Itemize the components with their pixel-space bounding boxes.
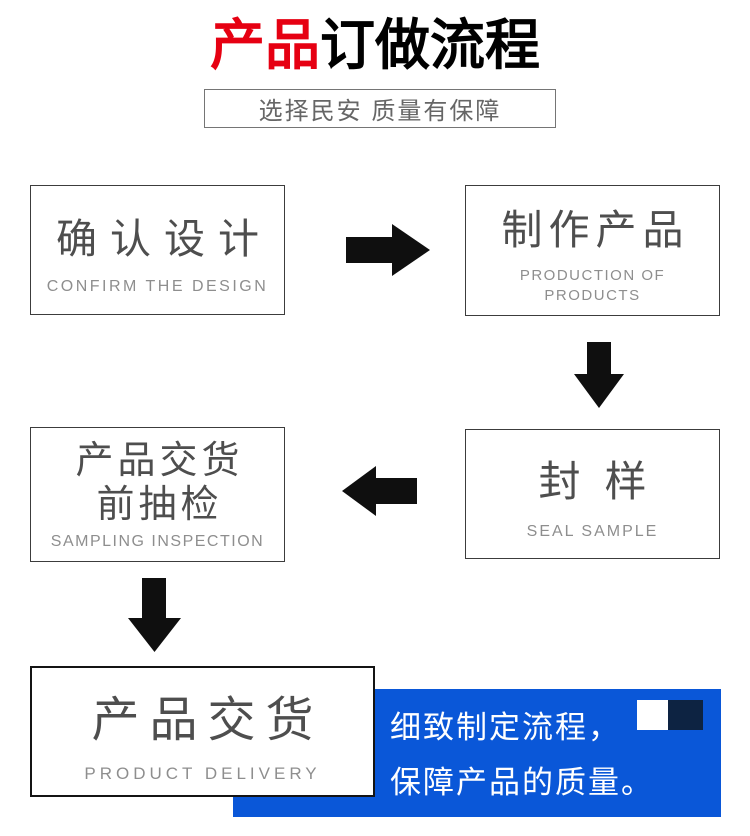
step-title-en-line2: PRODUCTS [544,286,641,304]
subtitle-text: 选择民安 质量有保障 [258,98,502,125]
step-box-seal-sample: 封样 SEAL SAMPLE [465,429,720,559]
callout-line2: 保障产品的质量。 [390,765,654,800]
step-box-sampling-inspection: 产品交货 前抽检 SAMPLING INSPECTION [30,427,285,562]
arrow-down-icon [128,578,181,652]
step-title-zh: 确认设计 [56,215,272,262]
step-title-en: SEAL SAMPLE [526,522,659,540]
step-title-zh: 产品交货 前抽检 [71,439,243,527]
step-title-en: PRODUCT DELIVERY [84,763,321,783]
step-title-en-line1: PRODUCTION OF [519,266,666,284]
step-title-zh: 封样 [538,457,671,505]
step-box-confirm-design: 确认设计 CONFIRM THE DESIGN [30,185,285,315]
navy-square-decor [668,700,703,730]
step-title-en: PRODUCTION OF PRODUCTS [520,266,665,306]
arrow-down-icon [574,342,624,408]
arrow-right-icon [346,224,430,276]
page-title: 产品订做流程 [0,12,750,78]
subtitle-box: 选择民安 质量有保障 [204,89,556,128]
step-title-en: CONFIRM THE DESIGN [46,277,269,295]
step-title-en: SAMPLING INSPECTION [50,532,265,550]
step-title-zh-line2: 前抽检 [96,483,223,526]
step-title-zh: 制作产品 [501,206,690,253]
white-square-decor [637,700,668,730]
callout-line1: 细致制定流程， [390,710,621,745]
step-box-product-delivery: 产品交货 PRODUCT DELIVERY [30,666,375,797]
page-title-highlight: 产品 [209,14,320,76]
step-box-production: 制作产品 PRODUCTION OF PRODUCTS [465,185,720,316]
step-title-zh-line1: 产品交货 [75,439,244,482]
page-title-rest: 订做流程 [320,14,541,76]
arrow-left-icon [342,466,417,516]
step-title-zh: 产品交货 [91,693,324,747]
